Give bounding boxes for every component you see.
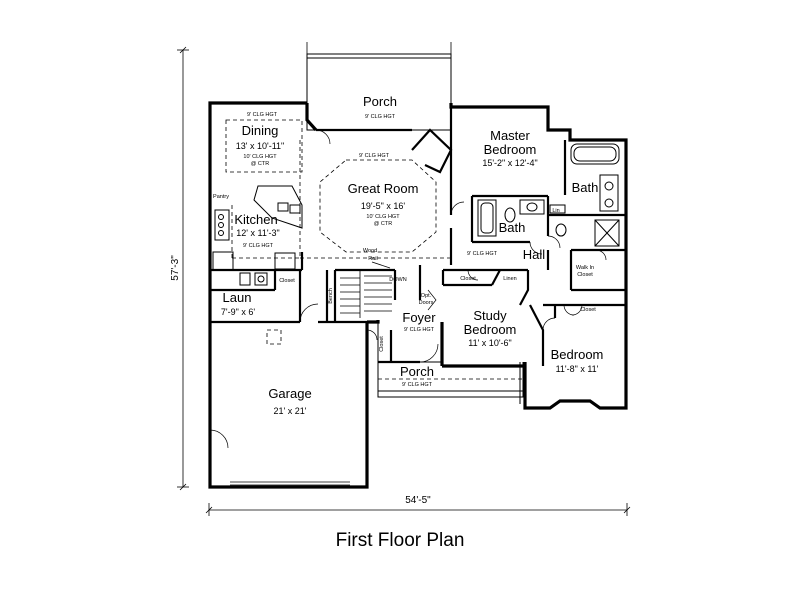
master-size: 15'-2" x 12'-4" xyxy=(482,158,537,168)
bench-label: Bench xyxy=(328,288,334,304)
hall-linen-label: Linen xyxy=(503,276,516,282)
plan-title: First Floor Plan xyxy=(335,530,465,551)
foyer-closet-label: Closet xyxy=(379,336,385,352)
great-room-note-b: @ CTR xyxy=(374,221,392,227)
depth-dimension: 57'-3" xyxy=(170,255,181,281)
study-label-b: Bedroom xyxy=(464,322,517,337)
kitchen-fixtures xyxy=(212,185,303,286)
pantry-label: Pantry xyxy=(213,194,229,200)
kitchen-label: Kitchen xyxy=(234,212,277,227)
bedroom-label: Bedroom xyxy=(551,347,604,362)
porch-back-note: 9' CLG HGT xyxy=(365,114,396,120)
garage-size: 21' x 21' xyxy=(274,406,307,416)
study-size: 11' x 10'-6" xyxy=(468,338,512,348)
opt-doors-label-b: Doors xyxy=(419,300,434,306)
study-closet-label: Closet xyxy=(460,276,476,282)
laundry-size: 7'-9" x 6' xyxy=(221,307,255,317)
bedroom-closet-label: Closet xyxy=(580,307,596,313)
master-label-a: Master xyxy=(490,128,530,143)
porch-front-label: Porch xyxy=(400,364,434,379)
master-label-b: Bedroom xyxy=(484,142,537,157)
hall-label: Hall xyxy=(523,247,546,262)
dining-note-a: 10' CLG HGT xyxy=(243,154,277,160)
stair-down-label: DOWN xyxy=(389,277,406,283)
laundry-label: Laun xyxy=(223,290,252,305)
bedroom-size: 11'-8" x 11' xyxy=(556,364,599,374)
porch-back-label: Porch xyxy=(363,94,397,109)
kitchen-size: 12' x 11'-3" xyxy=(236,228,280,238)
study-label-a: Study xyxy=(473,308,507,323)
wood-rail-label-a: Wood xyxy=(363,248,377,254)
garage-door xyxy=(230,481,350,486)
dining-label: Dining xyxy=(242,123,279,138)
exterior-walls xyxy=(208,101,628,489)
great-room-note-a: 10' CLG HGT xyxy=(366,214,400,220)
dining-size: 13' x 10'-11" xyxy=(236,141,285,151)
master-linen-label: Lin xyxy=(552,208,559,214)
width-dimension: 54'-5" xyxy=(405,495,431,506)
ceiling-outlines xyxy=(225,119,523,380)
garage-label: Garage xyxy=(268,386,311,401)
great-room-label: Great Room xyxy=(348,181,419,196)
dining-note-b: @ CTR xyxy=(251,161,269,167)
hall-ceiling-note: 9' CLG HGT xyxy=(467,251,498,257)
dining-ceiling-note: 9' CLG HGT xyxy=(247,112,278,118)
foyer-label: Foyer xyxy=(402,310,436,325)
walkin-label-b: Closet xyxy=(577,272,593,278)
bath-fixtures xyxy=(477,143,620,247)
opt-doors-label-a: Opt. xyxy=(421,293,432,299)
master-bath-label: Bath xyxy=(572,180,599,195)
staircase xyxy=(340,261,392,318)
porch-front-note: 9' CLG HGT xyxy=(402,382,433,388)
wood-rail-label-b: Rail xyxy=(368,256,377,262)
door-swings xyxy=(209,129,607,449)
foyer-note: 9' CLG HGT xyxy=(404,327,435,333)
great-room-size: 19'-5" x 16' xyxy=(361,201,405,211)
kitchen-note: 9' CLG HGT xyxy=(243,243,274,249)
walkin-label-a: Walk In xyxy=(576,265,594,271)
hall-bath-label: Bath xyxy=(499,220,526,235)
laundry-closet-label: Closet xyxy=(279,278,295,284)
great-room-ceiling-note: 9' CLG HGT xyxy=(359,153,390,159)
dimension-lines xyxy=(177,42,631,516)
